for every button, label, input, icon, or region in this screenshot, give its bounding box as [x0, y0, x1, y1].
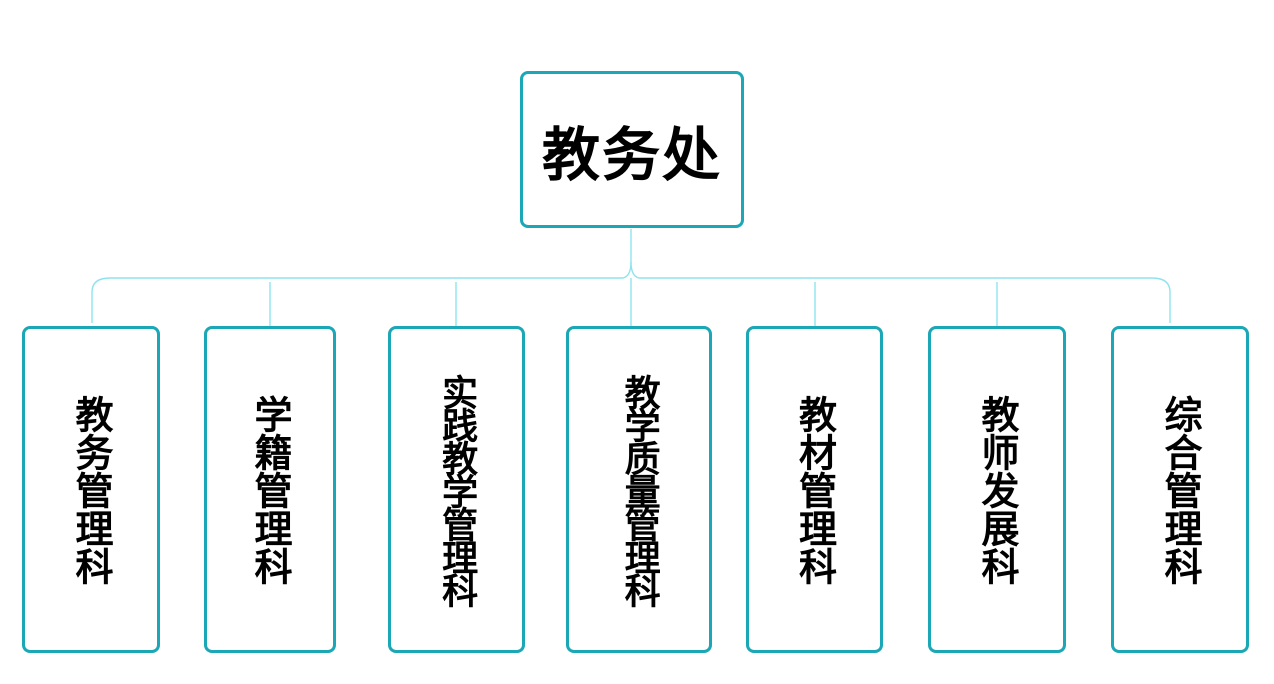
dept-node-zhiliang: 教学质量管理科 [566, 326, 712, 653]
dept-node-jiaowu: 教务管理科 [22, 326, 160, 653]
connector-trunk-right [630, 261, 1171, 323]
dept-node-label: 教师发展科 [974, 394, 1020, 585]
root-node-label: 教务处 [541, 120, 722, 189]
dept-node-label: 教材管理科 [792, 394, 838, 585]
dept-node-jiaoshi: 教师发展科 [928, 326, 1066, 653]
root-node-jiaowuchu: 教务处 [520, 71, 744, 228]
dept-node-label: 教学质量管理科 [618, 374, 661, 605]
dept-node-zonghe: 综合管理科 [1111, 326, 1249, 653]
dept-node-label: 实践教学管理科 [436, 374, 479, 605]
connector-trunk [91, 229, 632, 323]
dept-node-label: 学籍管理科 [247, 394, 293, 585]
dept-node-jiaocai: 教材管理科 [746, 326, 883, 653]
dept-node-label: 综合管理科 [1157, 394, 1203, 585]
dept-node-shijian: 实践教学管理科 [388, 326, 525, 653]
dept-node-xueji: 学籍管理科 [204, 326, 336, 653]
dept-node-label: 教务管理科 [68, 394, 114, 585]
